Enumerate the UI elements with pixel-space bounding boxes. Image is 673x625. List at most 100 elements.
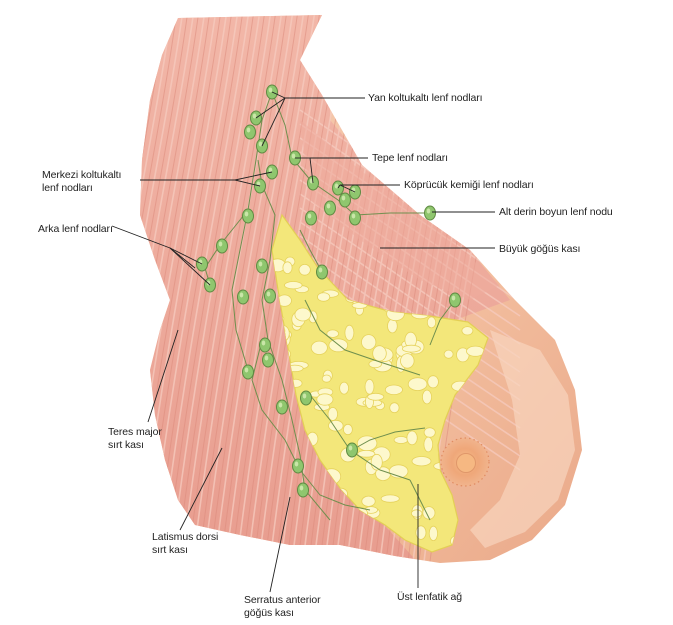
lymph-node bbox=[424, 205, 436, 221]
lymph-vessel bbox=[231, 91, 273, 371]
leader-line bbox=[169, 247, 203, 265]
lymph-node-highlight bbox=[307, 213, 312, 219]
lymph-node-highlight bbox=[294, 461, 299, 467]
muscle-fiber-shadow bbox=[140, 15, 211, 563]
fat-lobule bbox=[389, 402, 400, 414]
lymph-node bbox=[237, 289, 249, 305]
fat-lobule bbox=[384, 384, 403, 396]
lymph-node-highlight bbox=[239, 292, 244, 298]
lymph-node-highlight bbox=[291, 153, 296, 159]
fat-lobule bbox=[443, 349, 454, 359]
lymph-node bbox=[259, 337, 271, 353]
lymph-vessel bbox=[257, 159, 276, 301]
fat-lobule bbox=[372, 345, 387, 362]
label-clavicular-nodes: Köprücük kemiği lenf nodları bbox=[404, 179, 534, 191]
fat-lobule bbox=[411, 456, 432, 467]
muscle-fiber bbox=[140, 15, 217, 563]
lymph-node-highlight bbox=[318, 267, 323, 273]
leader-line bbox=[339, 184, 356, 193]
leader-line bbox=[147, 329, 179, 423]
muscle-fiber bbox=[180, 15, 272, 563]
muscle-fiber bbox=[202, 15, 294, 563]
fat-lobule bbox=[407, 377, 428, 391]
lymph-vessel bbox=[429, 299, 456, 346]
label-central-axillary-nodes: Merkezi koltukaltı lenf nodları bbox=[42, 169, 122, 194]
fat-lobule bbox=[367, 392, 385, 401]
lymph-node bbox=[256, 258, 268, 274]
lymph-node bbox=[300, 390, 312, 406]
fat-lobule bbox=[326, 329, 340, 338]
fat-lobule bbox=[282, 261, 293, 275]
lymph-node-highlight bbox=[258, 141, 263, 147]
muscle-fiber bbox=[140, 15, 206, 563]
lymph-node-highlight bbox=[278, 402, 283, 408]
muscle-fiber bbox=[140, 15, 162, 563]
muscle-fiber bbox=[158, 15, 250, 563]
lymph-node-highlight bbox=[326, 203, 331, 209]
label-deep-cervical-node: Alt derin boyun lenf nodu bbox=[499, 206, 613, 218]
lymph-node-highlight bbox=[302, 393, 307, 399]
leader-lines bbox=[111, 91, 495, 593]
breast-shading bbox=[470, 330, 575, 548]
areola-bumps bbox=[440, 437, 490, 487]
lymph-node-highlight bbox=[244, 367, 249, 373]
lymph-node bbox=[324, 200, 336, 216]
leader-line bbox=[271, 91, 286, 99]
muscle-fiber-shadow bbox=[140, 15, 178, 563]
fat-lobule bbox=[333, 553, 341, 559]
leader-line bbox=[169, 247, 196, 269]
fat-lobule bbox=[393, 436, 409, 444]
label-serratus-anterior: Serratus anterior göğüs kası bbox=[244, 594, 321, 619]
label-superficial-lymphatic-network: Üst lenfatik ağ bbox=[397, 591, 463, 603]
fat-lobule bbox=[439, 215, 454, 226]
fat-lobule bbox=[294, 307, 312, 322]
leader-line bbox=[337, 184, 341, 189]
fat-lobule bbox=[302, 547, 317, 552]
fat-lobule bbox=[476, 236, 488, 245]
lymph-node-highlight bbox=[261, 340, 266, 346]
lymph-node-highlight bbox=[334, 183, 339, 189]
lymph-node bbox=[449, 292, 461, 308]
lymph-node-highlight bbox=[258, 261, 263, 267]
fat-lobule bbox=[428, 525, 438, 542]
fat-lobule bbox=[387, 318, 398, 334]
lymph-node-highlight bbox=[341, 195, 346, 201]
muscle-fiber bbox=[140, 15, 195, 563]
lymph-node-highlight bbox=[268, 87, 273, 93]
label-latissimus-dorsi: Latismus dorsi sırt kası bbox=[152, 531, 219, 556]
lymph-node bbox=[242, 208, 254, 224]
fat-lobule bbox=[461, 326, 474, 336]
label-lateral-axillary-nodes: Yan koltukaltı lenf nodları bbox=[368, 92, 483, 104]
lymph-node-highlight bbox=[218, 241, 223, 247]
muscle-fiber-shadow bbox=[164, 15, 255, 563]
lymph-vessel bbox=[299, 229, 323, 273]
lymph-node-highlight bbox=[426, 208, 431, 214]
leader-line bbox=[179, 447, 223, 531]
fat-lobule bbox=[423, 436, 434, 453]
lymph-node bbox=[346, 442, 358, 458]
muscle-fiber-shadow bbox=[186, 15, 277, 563]
leader-line bbox=[234, 179, 261, 187]
label-apical-nodes: Tepe lenf nodları bbox=[372, 152, 448, 164]
nipple bbox=[456, 453, 476, 473]
leader-line bbox=[169, 247, 211, 286]
leader-line bbox=[111, 225, 171, 249]
muscle-fiber-shadow bbox=[208, 15, 299, 563]
fat-lobule bbox=[474, 215, 488, 218]
muscle-fiber-shadow bbox=[219, 15, 310, 563]
label-teres-major: Teres major sırt kası bbox=[108, 426, 162, 451]
fat-lobule bbox=[364, 378, 375, 395]
lymph-vessel bbox=[351, 427, 426, 451]
lymph-node-highlight bbox=[268, 167, 273, 173]
lymph-node-highlight bbox=[348, 445, 353, 451]
fat-lobule bbox=[357, 449, 376, 458]
muscle-fiber bbox=[140, 15, 151, 563]
label-pectoralis-major: Büyük göğüs kası bbox=[499, 243, 581, 255]
lymph-node bbox=[297, 482, 309, 498]
muscle-fiber-shadow bbox=[140, 15, 156, 563]
lymph-vessel bbox=[299, 469, 371, 511]
lymph-vessel bbox=[204, 209, 249, 286]
fat-lobule bbox=[361, 495, 376, 507]
leader-line bbox=[261, 97, 286, 147]
